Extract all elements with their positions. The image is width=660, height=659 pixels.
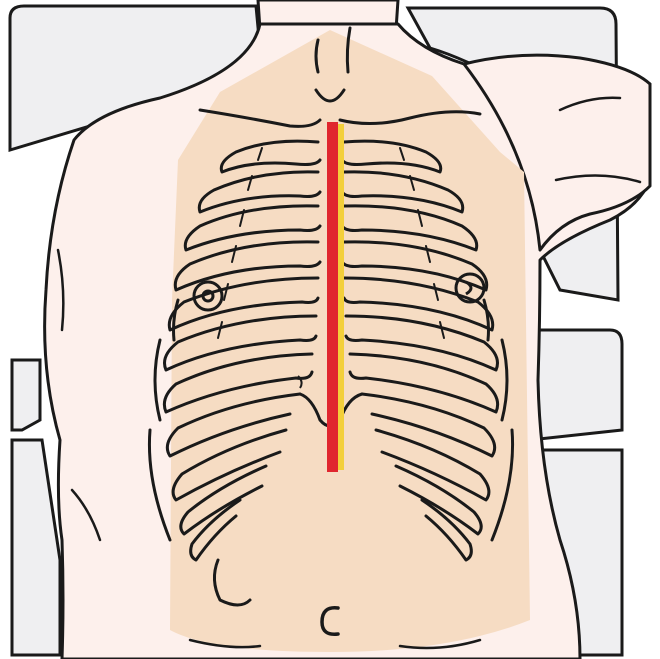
table-pad-bottom-left [12, 440, 60, 655]
sternal-incision-line [327, 122, 344, 472]
table-pad-lower-right [528, 330, 622, 440]
table-pad-lower-left [12, 360, 40, 430]
